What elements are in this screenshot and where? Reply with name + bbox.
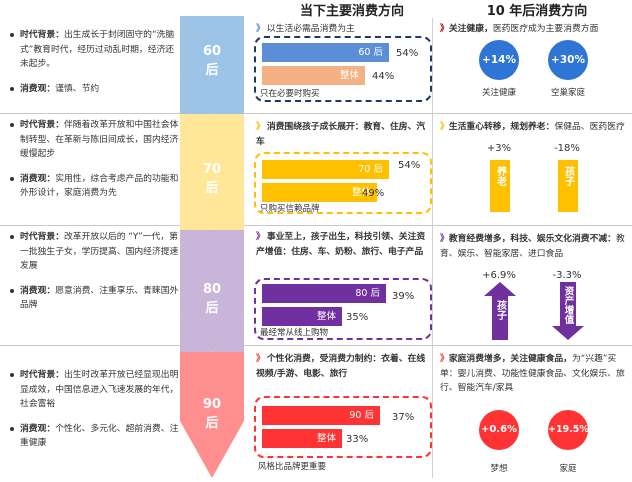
- background-block-60: 时代背景：出生成长于封闭固守的“洗脑式”教育时代，经历过动乱时期，经济还未起步。…: [10, 28, 180, 104]
- background-block-80: 时代背景：改革开放以后的 “Y”一代，第一批独生子女，学历提高、国内经济提速发展…: [10, 230, 180, 321]
- generation-arrow: [180, 16, 244, 478]
- current-focus-80: 》事业至上，孩子出生，科技引领、关注资产增值：住房、车、奶粉、旅行、电子产品: [256, 232, 426, 257]
- overall-pct: 44%: [372, 71, 395, 82]
- behavior-note: 只在必要时购买: [260, 89, 320, 99]
- current-focus-60: 》以生活必需品消费为主: [256, 24, 355, 34]
- behavior-note: 最经常从线上购物: [260, 328, 329, 338]
- behavior-note: 风格比品牌更重要: [258, 462, 327, 472]
- future-focus-60: 》关注健康，医药医疗成为主要消费方面: [440, 24, 599, 34]
- change-label: 资产增值: [562, 286, 574, 324]
- change-bar-down: 孩子: [558, 160, 578, 212]
- arrow-segment-70: [180, 114, 244, 230]
- future-focus-90: 》家庭消费增多，关注健康食品，为“兴趣”买单：婴儿消费、功能性健康食品、文化娱乐…: [440, 354, 625, 393]
- consumption-view: 消费观：个性化、多元化、超前消费、注重健康: [10, 422, 180, 451]
- era-background: 时代背景：出生成长于封闭固守的“洗脑式”教育时代，经历过动乱时期，经济还未起步。: [10, 28, 180, 72]
- change-circle: +0.6%: [479, 410, 519, 450]
- era-background: 时代背景：出生时改革开放已经显现出明显成效，中国信息进入飞速发展的年代，社会富裕: [10, 368, 180, 412]
- behavior-note: 只购买信赖品牌: [260, 204, 320, 214]
- current-focus-90: 》个性化消费，受消费力制约：衣着、在线视频/手游、电影、旅行: [256, 354, 426, 379]
- generation-pct: 37%: [392, 412, 415, 423]
- arrow-segment-80: [180, 230, 244, 352]
- arrow-down-icon: [552, 282, 584, 340]
- arrow-segment-90: [180, 352, 244, 478]
- overall-bar: 整体: [262, 429, 342, 448]
- change-label: 梦想: [490, 464, 508, 474]
- future-direction-title: 10 年后消费方向: [486, 4, 588, 19]
- change-label: 关注健康: [481, 88, 516, 98]
- arrow-segment-60: [180, 16, 244, 114]
- generation-pct: 54%: [396, 48, 419, 59]
- overall-pct: 35%: [346, 312, 369, 323]
- row-divider: [0, 113, 632, 114]
- future-focus-80: 》教育经费增多，科技、娱乐文化消费不减：教育、娱乐、智能家居、进口食品: [440, 234, 625, 259]
- future-focus-70: 》生活重心转移，规划养老：保健品、医药医疗: [440, 122, 625, 132]
- change-value: +6.9%: [482, 270, 516, 281]
- generation-bar: 90 后: [262, 406, 380, 425]
- generation-pct: 39%: [392, 291, 415, 302]
- change-circle: +19.5%: [548, 410, 589, 450]
- generation-pct: 54%: [398, 160, 421, 171]
- generation-bar: 60 后: [262, 43, 389, 62]
- row-divider: [0, 225, 632, 226]
- era-background: 时代背景：改革开放以后的 “Y”一代，第一批独生子女，学历提高、国内经济提速发展: [10, 230, 180, 274]
- column-divider: [432, 18, 433, 478]
- stats-box-80: [254, 278, 432, 340]
- arrow-up-icon: [484, 282, 516, 340]
- overall-bar: 整体: [262, 183, 377, 202]
- change-value: -3.3%: [552, 270, 582, 281]
- current-focus-70: 》消费围绕孩子成长展开：教育、住房、汽车: [256, 122, 426, 147]
- change-bar-up: 养老: [490, 160, 510, 212]
- row-divider: [0, 345, 632, 346]
- change-circle: +30%: [548, 40, 588, 80]
- change-circle: +14%: [479, 40, 519, 80]
- overall-bar: 整体: [262, 66, 365, 85]
- background-block-70: 时代背景：伴随着改革开放和中国社会体制转型、在革新与陈旧间成长，国内经济缓慢起步…: [10, 118, 180, 209]
- consumption-view: 消费观：谨慎、节约: [10, 82, 180, 97]
- stats-box-60: [254, 36, 432, 102]
- change-label: 家庭: [559, 464, 577, 474]
- consumption-view: 消费观：愿意消费、注重享乐、青睐国外品牌: [10, 284, 180, 313]
- overall-pct: 49%: [362, 188, 385, 199]
- change-value: -18%: [554, 143, 580, 154]
- change-label: 孩子: [494, 300, 506, 320]
- overall-bar: 整体: [262, 307, 342, 326]
- consumption-view: 消费观：实用性，综合考虑产品的功能和外形设计，家庭消费为先: [10, 172, 180, 201]
- change-value: +3%: [486, 143, 512, 154]
- stats-box-90: [254, 396, 432, 458]
- generation-bar: 80 后: [262, 284, 386, 303]
- era-background: 时代背景：伴随着改革开放和中国社会体制转型、在革新与陈旧间成长，国内经济缓慢起步: [10, 118, 180, 162]
- stats-box-70: [254, 152, 432, 214]
- background-block-90: 时代背景：出生时改革开放已经显现出明显成效，中国信息进入飞速发展的年代，社会富裕…: [10, 368, 180, 459]
- overall-pct: 33%: [346, 434, 369, 445]
- generation-bar: 70 后: [262, 160, 389, 179]
- change-label: 空巢家庭: [550, 88, 585, 98]
- current-direction-title: 当下主要消费方向: [299, 4, 404, 19]
